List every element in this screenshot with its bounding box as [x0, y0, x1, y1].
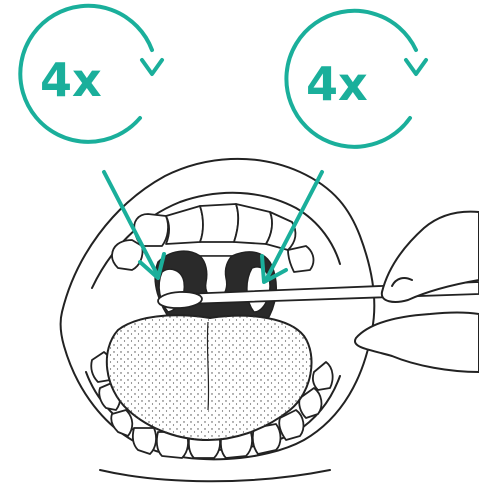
arrowhead-icon — [142, 60, 162, 74]
upper-tooth — [200, 204, 238, 242]
chin-line — [100, 470, 330, 481]
upper-tooth — [112, 240, 143, 270]
lower-tooth — [111, 410, 132, 436]
throat — [155, 251, 276, 322]
lower-tooth — [133, 428, 156, 454]
left-rotation-annotation: 4x — [20, 6, 162, 142]
upper-tooth — [166, 206, 203, 244]
upper-tooth — [288, 246, 313, 272]
left-count-label: 4x — [40, 53, 102, 107]
lower-tooth — [313, 362, 333, 390]
upper-tooth — [234, 204, 272, 244]
right-count-label: 4x — [306, 57, 368, 111]
right-rotation-annotation: 4x — [286, 11, 426, 147]
arrowhead-icon — [406, 60, 426, 74]
